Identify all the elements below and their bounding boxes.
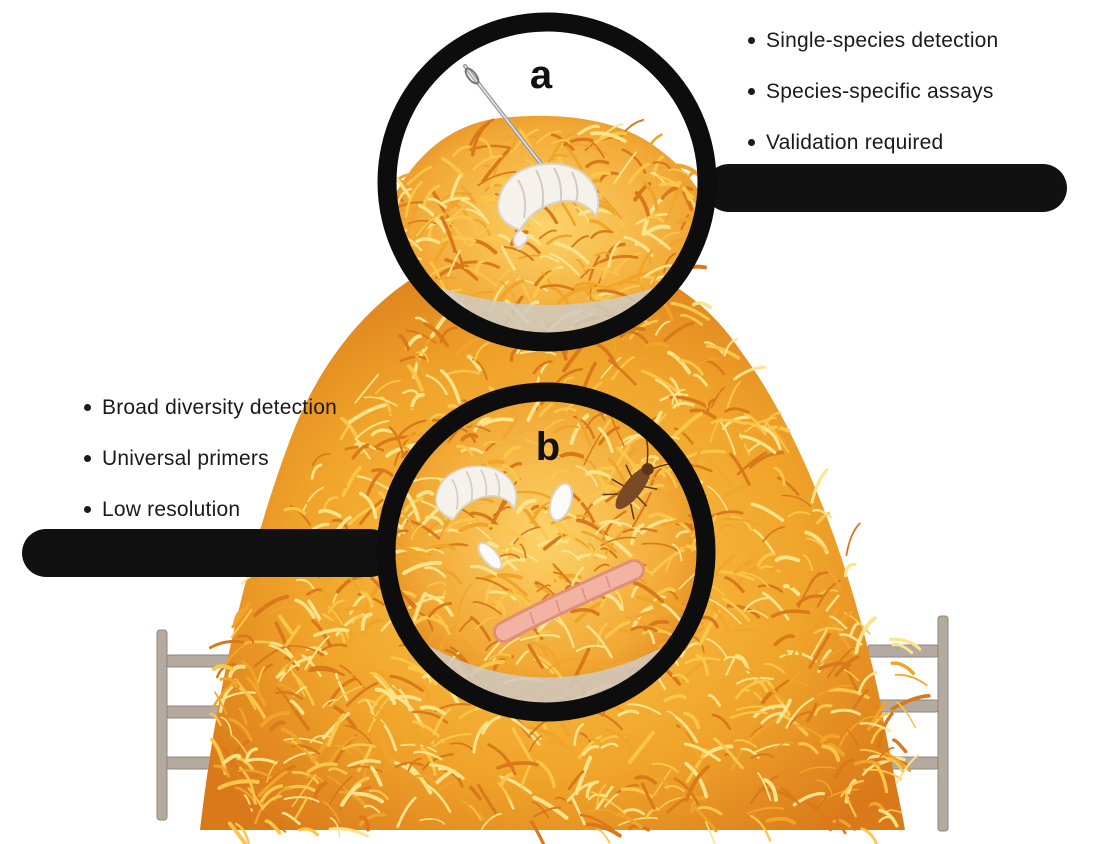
bullet-icon bbox=[84, 455, 91, 462]
list-item: Species-specific assays bbox=[746, 75, 998, 126]
bullet-icon bbox=[84, 506, 91, 513]
list-item-label: Species-specific assays bbox=[766, 80, 994, 103]
hay-strand bbox=[896, 675, 927, 686]
hay-strand bbox=[696, 272, 710, 277]
list-item-label: Broad diversity detection bbox=[102, 396, 337, 419]
hay-strand bbox=[690, 270, 703, 295]
list-item-label: Validation required bbox=[766, 131, 943, 154]
list-item: Validation required bbox=[746, 126, 998, 177]
hay-strand bbox=[597, 830, 610, 843]
hay-strand bbox=[846, 523, 859, 555]
hay-strand bbox=[694, 272, 707, 285]
list-item-label: Universal primers bbox=[102, 447, 269, 470]
panel-b-bullet-list: Broad diversity detection Universal prim… bbox=[82, 391, 337, 544]
list-item-label: Single-species detection bbox=[766, 29, 998, 52]
list-item: Low resolution bbox=[82, 493, 337, 544]
panel-b-letter: b bbox=[536, 425, 560, 469]
hay-strand bbox=[894, 740, 906, 752]
hay-strand bbox=[846, 564, 855, 575]
panel-a-bullet-list: Single-species detection Species-specifi… bbox=[746, 24, 998, 177]
bullet-icon bbox=[84, 404, 91, 411]
list-item-label: Low resolution bbox=[102, 498, 240, 521]
bullet-icon bbox=[748, 37, 755, 44]
panel-a-letter: a bbox=[530, 53, 553, 97]
bullet-icon bbox=[748, 88, 755, 95]
list-item: Broad diversity detection bbox=[82, 391, 337, 442]
hay-strand bbox=[700, 288, 729, 292]
hay-strand bbox=[892, 663, 913, 673]
hay-strand bbox=[862, 829, 879, 844]
bullet-icon bbox=[748, 139, 755, 146]
list-item: Universal primers bbox=[82, 442, 337, 493]
hay-strand bbox=[688, 276, 696, 294]
list-item: Single-species detection bbox=[746, 24, 998, 75]
